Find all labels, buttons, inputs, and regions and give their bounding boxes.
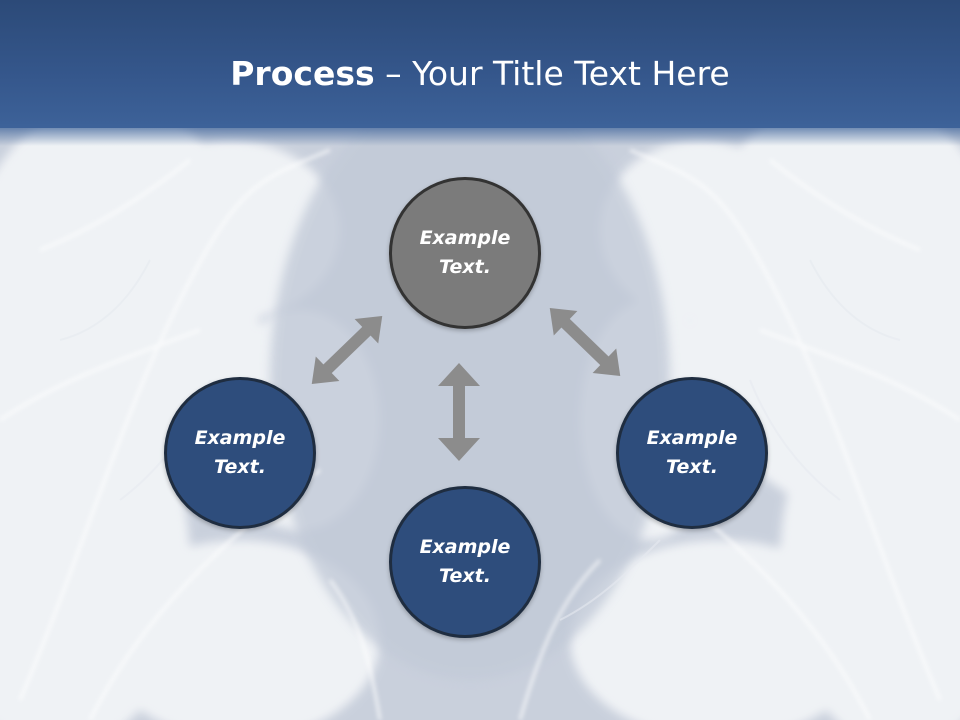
- slide-title: Process – Your Title Text Here: [0, 52, 960, 96]
- title-bar-fade: [0, 124, 960, 146]
- title-bold: Process: [230, 54, 375, 93]
- process-node-left-label: Example Text.: [194, 427, 286, 478]
- title-rest: – Your Title Text Here: [374, 54, 730, 93]
- arrow-top-right: [549, 307, 621, 377]
- arrow-vertical: [438, 363, 480, 461]
- process-node-top: Example Text.: [389, 177, 541, 329]
- process-node-right: Example Text.: [616, 377, 768, 529]
- process-node-right-label: Example Text.: [646, 427, 738, 478]
- process-node-left: Example Text.: [164, 377, 316, 529]
- process-node-bottom-label: Example Text.: [419, 536, 511, 587]
- title-bar: [0, 0, 960, 128]
- process-node-bottom: Example Text.: [389, 486, 541, 638]
- process-node-top-label: Example Text.: [419, 227, 511, 278]
- arrow-top-left: [311, 315, 383, 385]
